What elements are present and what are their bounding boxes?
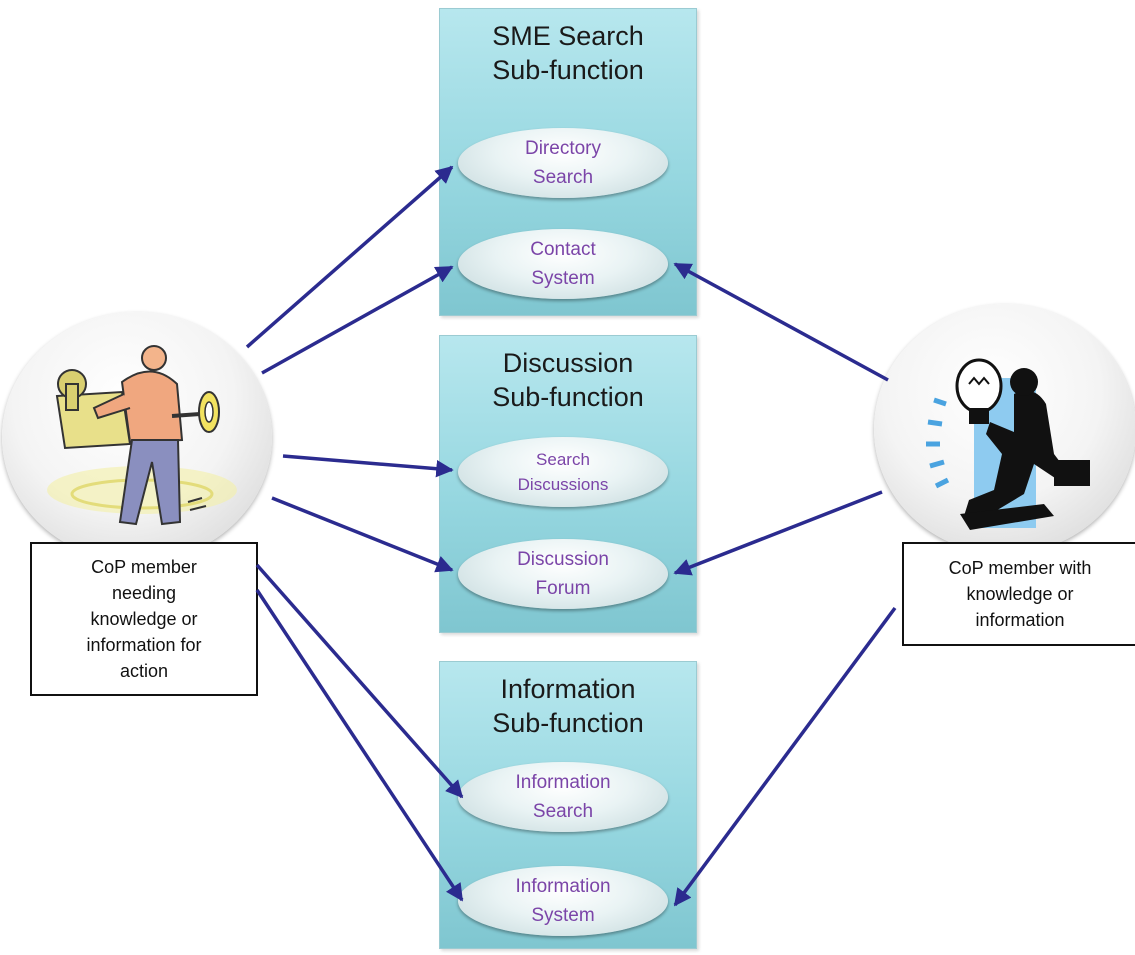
arrow-expert-to-discussion-forum (673, 490, 883, 576)
arrow-seeker-to-search-discussions (282, 454, 454, 478)
arrow-expert-to-information-system (673, 606, 897, 907)
directory-search-node: Directory Search (458, 128, 668, 198)
arrow-seeker-to-directory-search (245, 165, 454, 349)
information-system-node: Information System (458, 866, 668, 936)
businessman-with-lightbulb-icon (926, 358, 1090, 530)
seeker-label: CoP member needing knowledge or informat… (30, 542, 258, 696)
discussion-title: Discussion Sub-function (492, 348, 644, 412)
arrow-expert-to-contact-system (673, 262, 889, 382)
information-title: Information Sub-function (492, 674, 644, 738)
arrow-seeker-to-discussion-forum (271, 496, 454, 573)
arrow-seeker-to-contact-system (261, 265, 454, 375)
arrow-seeker-to-information-search (255, 563, 464, 799)
arrow-seeker-to-information-system (255, 589, 464, 902)
search-discussions-node: Search Discussions (458, 437, 668, 507)
sme-search-title: SME Search Sub-function (492, 21, 644, 85)
seeker-actor (2, 312, 272, 562)
information-search-node: Information Search (458, 762, 668, 832)
expert-label: CoP member with knowledge or information (902, 542, 1135, 646)
expert-actor (874, 304, 1135, 554)
person-with-key-icon (47, 345, 237, 526)
contact-system-node: Contact System (458, 229, 668, 299)
discussion-forum-node: Discussion Forum (458, 539, 668, 609)
